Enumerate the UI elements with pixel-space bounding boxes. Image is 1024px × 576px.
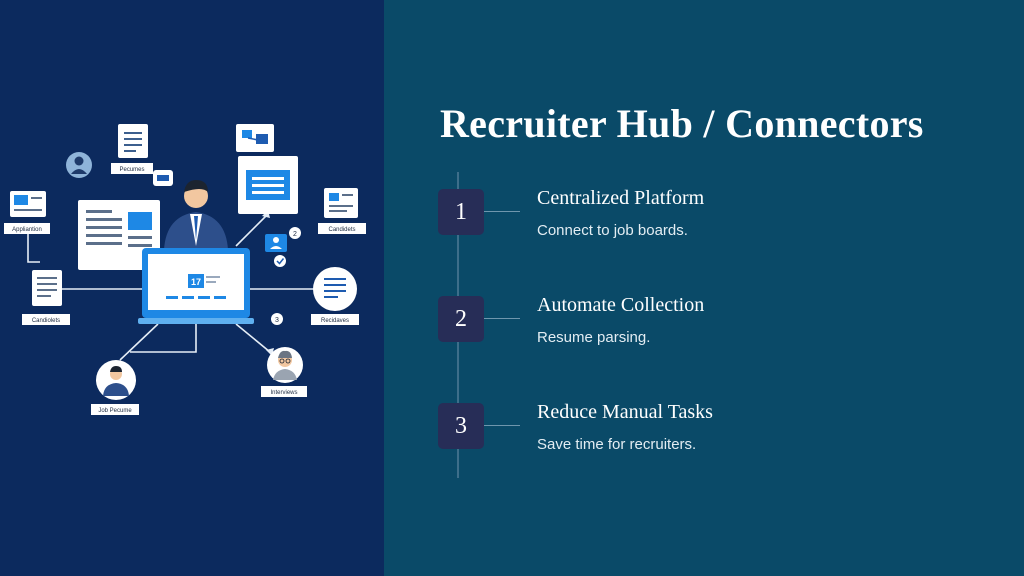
report-doc-icon bbox=[238, 156, 298, 214]
step-item: 3 Reduce Manual Tasks Save time for recr… bbox=[438, 401, 978, 473]
avatar-icon bbox=[66, 152, 92, 178]
reviews-icon: Recidaves bbox=[311, 267, 359, 325]
recruiter-figure bbox=[164, 180, 228, 250]
svg-text:2: 2 bbox=[293, 231, 297, 238]
application-icon: Appliantion bbox=[4, 191, 50, 234]
step-connector bbox=[484, 425, 520, 426]
recruiting-network-illustration: 17 Pecumes bbox=[4, 124, 366, 415]
step-connector bbox=[484, 318, 520, 319]
calendar-day: 17 bbox=[191, 277, 201, 287]
candidates-left-icon: Candiolets bbox=[22, 270, 70, 325]
label-candidates-left: Candiolets bbox=[32, 318, 60, 324]
mail-icon bbox=[153, 170, 173, 186]
step-item: 1 Centralized Platform Connect to job bo… bbox=[438, 187, 978, 259]
svg-text:3: 3 bbox=[275, 317, 279, 324]
candidates-right-icon: Candidets bbox=[318, 188, 366, 234]
laptop-icon: 17 bbox=[138, 248, 254, 324]
step-title: Centralized Platform bbox=[537, 187, 705, 209]
user-badge-icon bbox=[265, 234, 287, 252]
step-number: 3 bbox=[438, 403, 484, 449]
document-panel bbox=[78, 200, 160, 270]
label-candidates-right: Candidets bbox=[328, 227, 355, 233]
slide-title: Recruiter Hub / Connectors bbox=[440, 101, 924, 146]
step-badge-3: 3 bbox=[271, 313, 283, 325]
interviewer-icon: Interviews bbox=[261, 347, 307, 397]
label-application: Appliantion bbox=[12, 227, 42, 233]
step-item: 2 Automate Collection Resume parsing. bbox=[438, 294, 978, 366]
arrow-heads bbox=[262, 210, 274, 356]
label-interviews: Interviews bbox=[270, 390, 297, 396]
step-title: Reduce Manual Tasks bbox=[537, 401, 713, 423]
step-number: 2 bbox=[438, 296, 484, 342]
network-icon bbox=[236, 124, 274, 152]
job-seeker-icon: Job Pecume bbox=[91, 360, 139, 415]
label-job-resume: Job Pecume bbox=[98, 408, 132, 414]
label-resumes: Pecumes bbox=[119, 167, 144, 173]
illustration-panel: 17 Pecumes bbox=[0, 0, 384, 576]
step-description: Connect to job boards. bbox=[537, 222, 688, 239]
step-number: 1 bbox=[438, 189, 484, 235]
step-description: Save time for recruiters. bbox=[537, 436, 697, 453]
check-icon bbox=[274, 255, 286, 267]
content-panel: Recruiter Hub / Connectors 1 Centralized… bbox=[384, 0, 1024, 576]
step-badge-2: 2 bbox=[289, 227, 301, 239]
step-description: Resume parsing. bbox=[537, 329, 651, 346]
step-title: Automate Collection bbox=[537, 294, 705, 316]
resume-doc-icon: Pecumes bbox=[111, 124, 153, 174]
step-connector bbox=[484, 211, 520, 212]
label-reviews: Recidaves bbox=[321, 318, 349, 324]
